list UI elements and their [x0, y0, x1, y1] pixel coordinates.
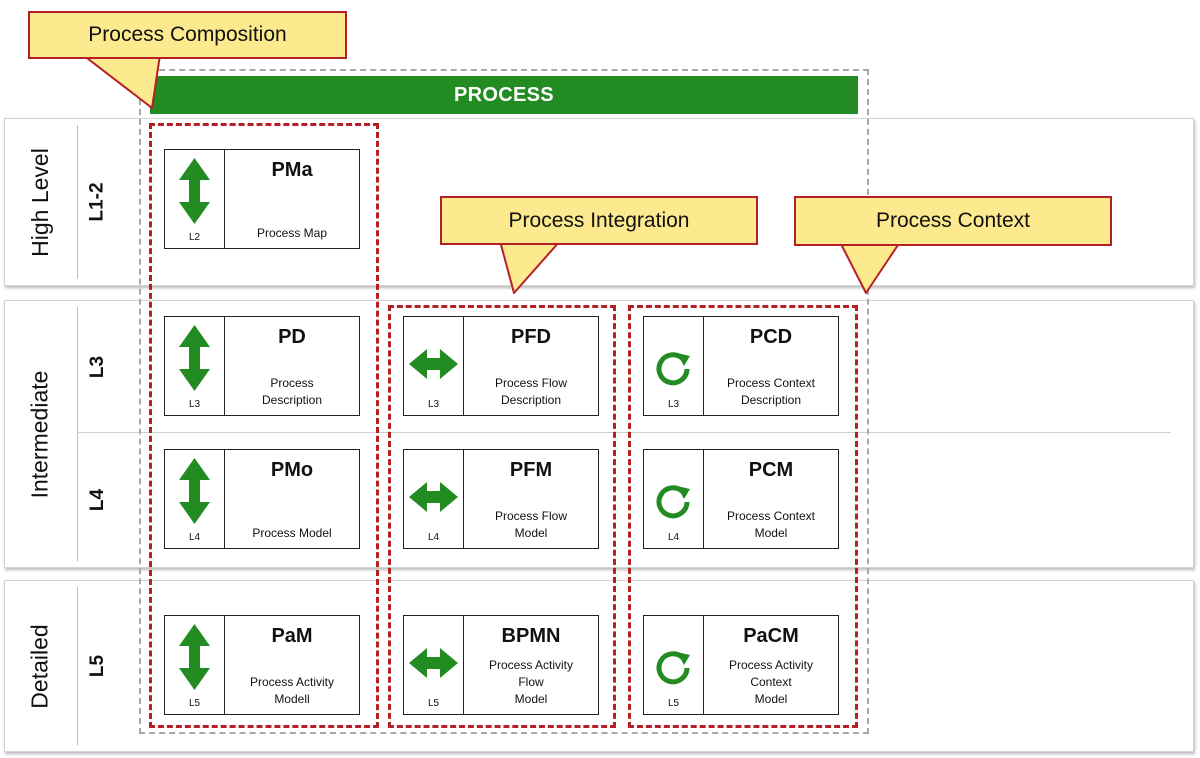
process-header-label: PROCESS: [454, 83, 554, 106]
card-description: Process Description: [261, 376, 323, 407]
card-level: L4: [188, 532, 201, 543]
card-pfd[interactable]: L3 PFD Process Flow Description: [403, 316, 599, 416]
level-label-text: L1-2: [86, 182, 108, 222]
card-text: PFD Process Flow Description: [464, 317, 598, 415]
composition-group: [149, 123, 379, 728]
level-label-l4: L4: [75, 432, 121, 567]
card-bpmn[interactable]: L5 BPMN Process Activity Flow Model: [403, 615, 599, 715]
card-text: PCD Process Context Description: [704, 317, 838, 415]
band-label-text: High Level: [26, 147, 53, 257]
band-label-high-level: High Level: [5, 119, 75, 285]
card-pam[interactable]: L5 PaM Process Activity Modell: [164, 615, 360, 715]
card-icon-cell: L5: [165, 616, 225, 714]
card-pfm[interactable]: L4 PFM Process Flow Model: [403, 449, 599, 549]
callout-seam-integration: [502, 239, 558, 243]
card-level: L5: [188, 698, 201, 709]
card-description: Process Context Description: [726, 376, 816, 407]
card-pma[interactable]: L2 PMa Process Map: [164, 149, 360, 249]
card-description: Process Activity Context Model: [728, 658, 814, 706]
card-icon-cell: L5: [644, 616, 704, 714]
card-icon-cell: L4: [404, 450, 464, 548]
callout-seam-context: [842, 240, 898, 244]
card-level: L5: [427, 698, 440, 709]
card-icon-cell: L4: [165, 450, 225, 548]
level-label-text: L3: [87, 355, 108, 378]
card-code: PD: [278, 326, 306, 348]
card-description: Process Map: [256, 226, 328, 240]
card-description: Process Activity Modell: [249, 675, 335, 706]
level-label-l5: L5: [75, 581, 121, 751]
card-level: L3: [427, 399, 440, 410]
callout-seam-composition: [85, 53, 158, 57]
card-code: PFM: [509, 459, 553, 481]
card-text: PaCM Process Activity Context Model: [704, 616, 838, 714]
card-level: L3: [667, 399, 680, 410]
callout-process-composition: Process Composition: [28, 11, 347, 59]
context-group: [628, 305, 858, 728]
card-text: PD Process Description: [225, 317, 359, 415]
card-pcd[interactable]: L3 PCD Process Context Description: [643, 316, 839, 416]
card-pacm[interactable]: L5 PaCM Process Activity Context Model: [643, 615, 839, 715]
card-icon-cell: L4: [644, 450, 704, 548]
card-text: BPMN Process Activity Flow Model: [464, 616, 598, 714]
card-text: PaM Process Activity Modell: [225, 616, 359, 714]
level-label-text: L4: [87, 488, 108, 511]
band-label-intermediate: Intermediate: [5, 301, 75, 567]
card-text: PMa Process Map: [225, 150, 359, 248]
process-header-bar: PROCESS: [150, 76, 858, 114]
card-icon-cell: L3: [644, 317, 704, 415]
card-level: L2: [188, 232, 201, 243]
card-icon-cell: L3: [404, 317, 464, 415]
card-description: Process Flow Description: [494, 376, 568, 407]
callout-process-context: Process Context: [794, 196, 1112, 246]
band-label-text: Detailed: [26, 623, 53, 709]
callout-text: Process Integration: [508, 208, 690, 232]
card-code: PaM: [271, 625, 313, 647]
card-code: PaCM: [743, 625, 799, 647]
callout-text: Process Composition: [88, 23, 287, 46]
card-text: PCM Process Context Model: [704, 450, 838, 548]
band-divider: [77, 587, 78, 745]
card-code: PCD: [749, 326, 793, 348]
callout-process-integration: Process Integration: [440, 196, 758, 245]
card-pcm[interactable]: L4 PCM Process Context Model: [643, 449, 839, 549]
card-pd[interactable]: L3 PD Process Description: [164, 316, 360, 416]
card-code: PMo: [270, 459, 314, 481]
level-label-text: L5: [87, 654, 108, 678]
card-code: BPMN: [501, 625, 561, 647]
card-text: PFM Process Flow Model: [464, 450, 598, 548]
band-label-detailed: Detailed: [5, 581, 75, 751]
card-description: Process Activity Flow Model: [488, 658, 574, 706]
card-code: PMa: [271, 159, 313, 181]
card-icon-cell: L3: [165, 317, 225, 415]
card-text: PMo Process Model: [225, 450, 359, 548]
card-level: L4: [427, 532, 440, 543]
level-label-l1-2: L1-2: [75, 119, 121, 285]
card-pmo[interactable]: L4 PMo Process Model: [164, 449, 360, 549]
card-level: L3: [188, 399, 201, 410]
level-divider: [77, 432, 1171, 433]
card-code: PCM: [748, 459, 794, 481]
card-icon-cell: L5: [404, 616, 464, 714]
band-label-text: Intermediate: [26, 370, 53, 498]
callout-text: Process Context: [875, 209, 1031, 232]
card-description: Process Context Model: [726, 509, 816, 540]
card-code: PFD: [511, 326, 551, 348]
process-frame: [139, 69, 869, 734]
integration-group: [388, 305, 616, 728]
card-level: L4: [667, 532, 680, 543]
card-icon-cell: L2: [165, 150, 225, 248]
band-divider: [77, 307, 78, 561]
card-level: L5: [667, 698, 680, 709]
level-label-l3: L3: [75, 301, 121, 432]
band-divider: [77, 125, 78, 279]
card-description: Process Model: [252, 526, 332, 540]
card-description: Process Flow Model: [494, 509, 568, 540]
